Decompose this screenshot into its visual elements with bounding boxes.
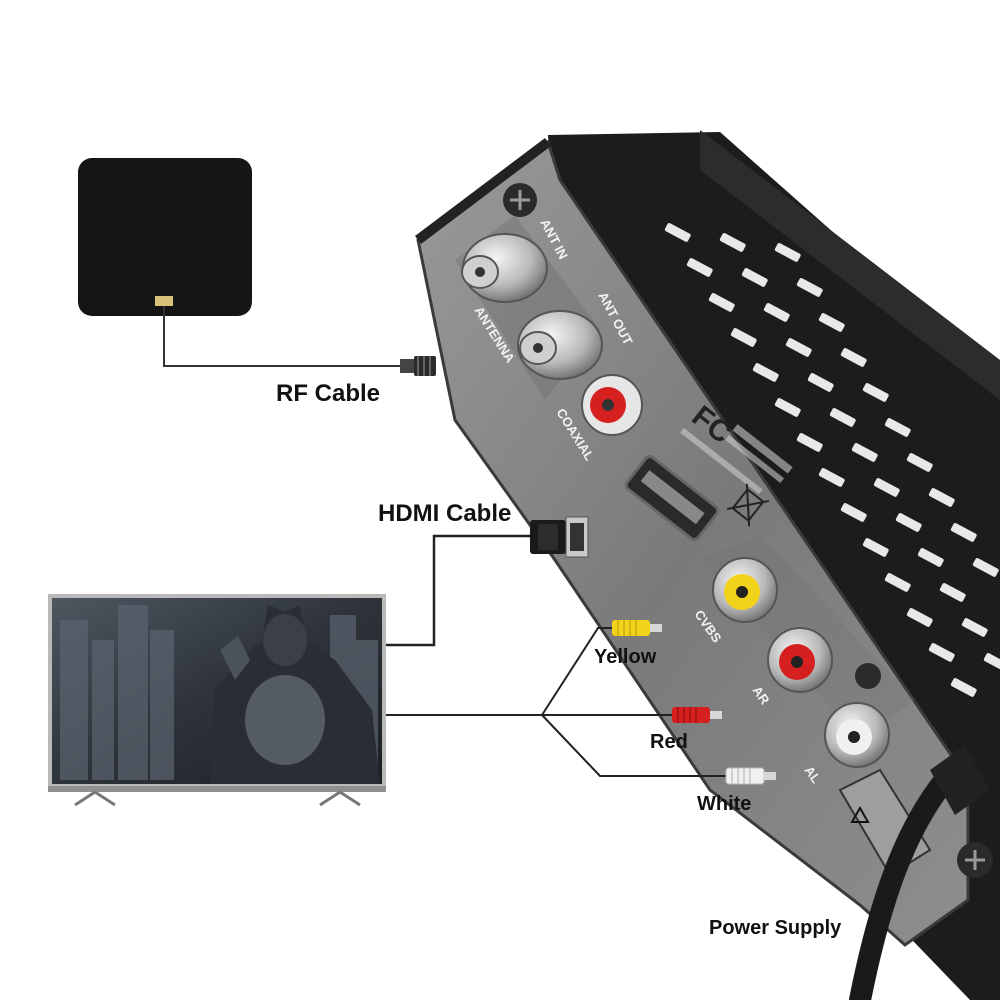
vent-slot [730,328,757,347]
ventilation-slots [664,223,1000,697]
set-top-box: FC ANT IN ANT OUT ANTEN [414,130,1000,1000]
vent-slot [950,523,977,542]
vent-slot [829,408,856,427]
vent-slot [752,363,779,382]
panel-screw-icon [855,663,881,689]
vent-slot [906,453,933,472]
tv-stand-bar [48,786,386,792]
vent-slot [906,608,933,627]
rf-cable-wire [163,306,402,367]
hdmi-port [624,455,720,541]
vent-slot [862,538,889,557]
red-label: Red [650,731,688,753]
vent-slot [862,383,889,402]
hdmi-cable-wire [386,534,532,647]
ant-in-connector [461,233,548,303]
vent-slot [774,398,801,417]
hdmi-cable-plug [530,516,589,558]
rf-cable-connector [400,356,436,376]
vent-slot [840,348,867,367]
vent-slot [796,433,823,452]
white-label: White [697,793,752,815]
vent-slot [741,268,768,287]
hdmi-cable-label: HDMI Cable [378,500,512,527]
screen-hero-figure [210,605,380,784]
tv-stand-right [319,790,361,807]
vent-slot [774,243,801,262]
weee-bin-icon [726,483,770,527]
vent-slot [818,468,845,487]
vent-slot [961,618,988,637]
vent-slot [686,258,713,277]
rf-cable-label: RF Cable [276,380,381,407]
av-cable-yellow-wire [541,627,612,716]
vent-slot [983,653,1000,672]
vent-slot [664,223,691,242]
vent-slot [873,478,900,497]
tv-stand-left [74,790,116,807]
red-rca-plug [672,707,722,723]
vent-slot [884,573,911,592]
power-cable [849,745,990,1000]
vent-slot [884,418,911,437]
vent-slot [917,548,944,567]
vent-slot [928,643,955,662]
vent-slot [807,373,834,392]
box-side-edge [700,130,1000,400]
white-rca-plug [725,767,776,785]
vent-slot [818,313,845,332]
vent-slot [763,303,790,322]
vent-slot [972,558,999,577]
vent-slot [928,488,955,507]
vent-slot [708,293,735,312]
cvbs-yellow-jack [712,557,778,623]
television [48,594,386,807]
vent-slot [895,513,922,532]
al-white-jack [824,702,890,768]
vent-slot [840,503,867,522]
power-supply-label: Power Supply [709,917,842,939]
vent-slot [719,233,746,252]
antenna-panel [78,158,252,316]
coaxial-rca-jack [581,374,643,436]
yellow-rca-plug [612,620,662,636]
antenna-logo-mark [155,296,173,306]
flat-antenna [78,158,252,316]
vent-slot [939,583,966,602]
ant-out-connector [517,310,603,380]
vent-slot [796,278,823,297]
yellow-label: Yellow [594,646,657,668]
ar-red-jack [767,627,833,693]
vent-slot [950,678,977,697]
av-cable-white-wire [541,714,726,777]
vent-slot [851,443,878,462]
vent-slot [785,338,812,357]
